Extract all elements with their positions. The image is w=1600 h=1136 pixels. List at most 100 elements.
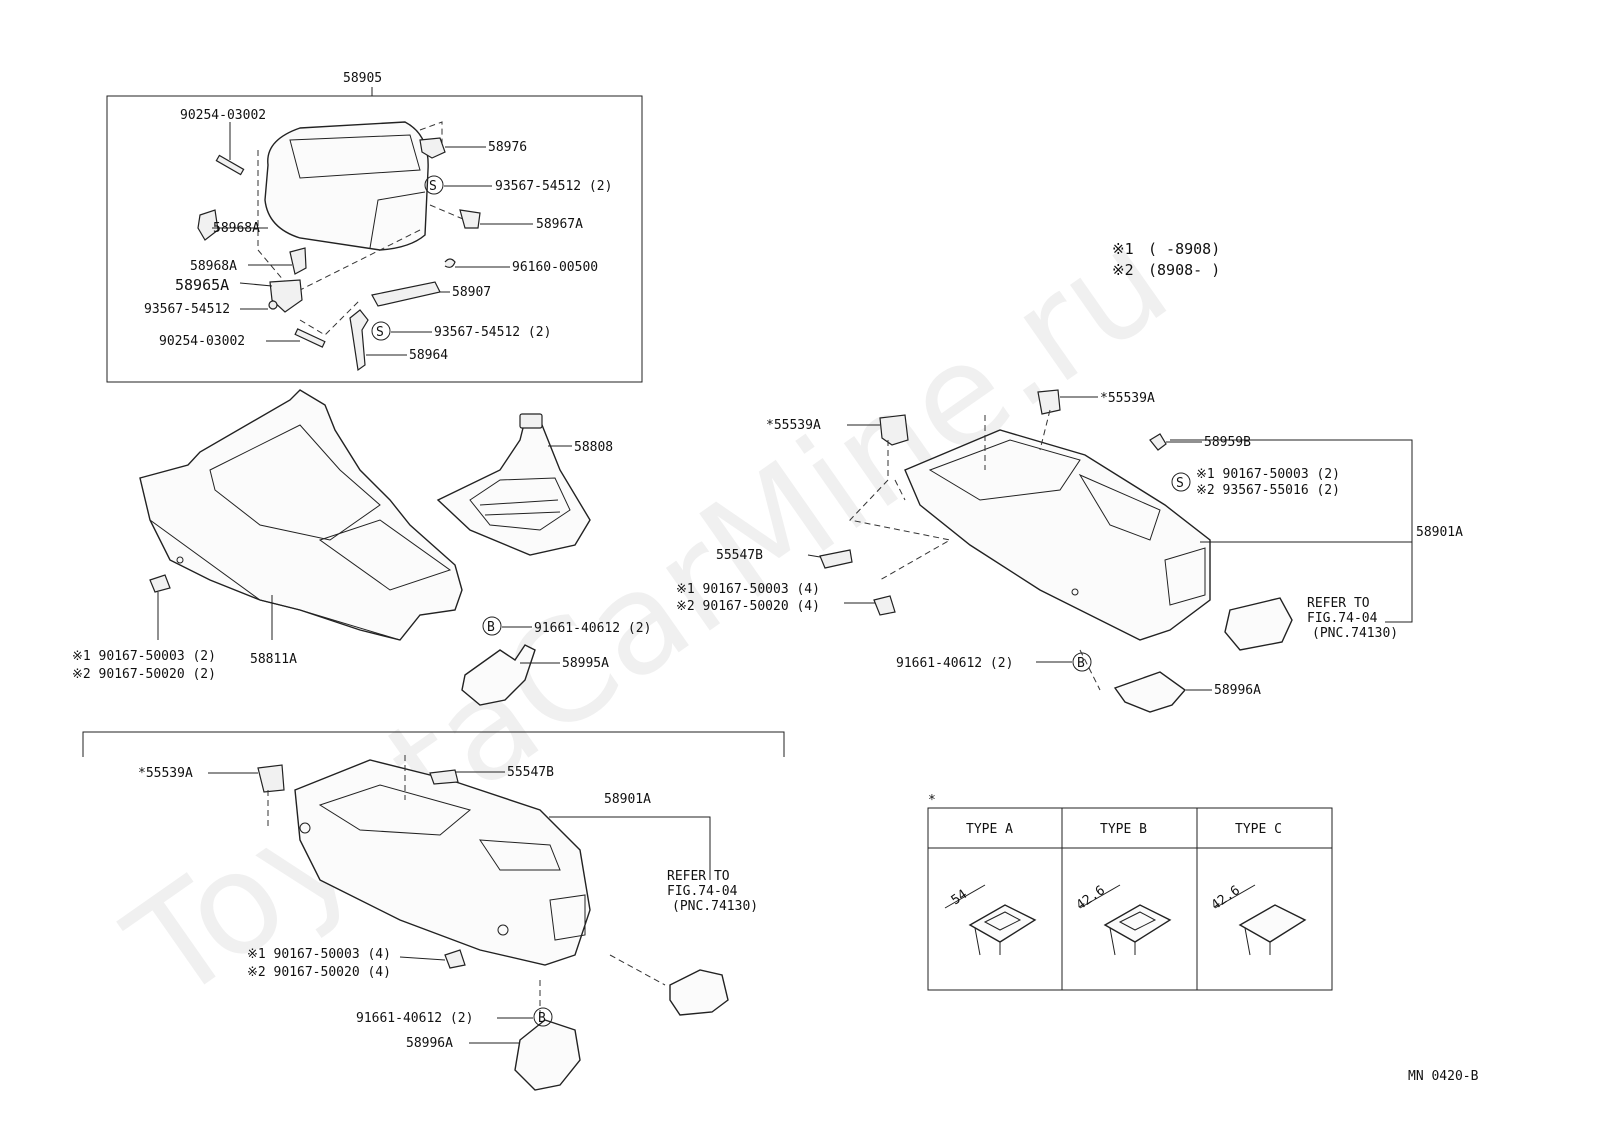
- clip-55547b-2: [429, 769, 459, 785]
- ashtray-cover-2: [669, 969, 729, 1016]
- type-table-frame: [927, 807, 1333, 991]
- part-label: 58996A: [406, 1036, 453, 1051]
- clip-55539a-2: [1037, 389, 1061, 415]
- part-label: 58907: [452, 285, 491, 300]
- clip-58968a-2: [289, 247, 307, 275]
- part-label: 58959B: [1204, 435, 1251, 450]
- console-58811a: [139, 389, 463, 641]
- type-b-clip: [1103, 904, 1172, 943]
- bracket-58996a: [1113, 671, 1187, 713]
- part-label: 55547B: [507, 765, 554, 780]
- cap-58959b: [1149, 433, 1167, 451]
- clip-55539a-1: [879, 414, 909, 446]
- clip-55547b: [819, 549, 853, 569]
- part-label: 58965A: [175, 276, 229, 294]
- part-label: ※1 90167-50003 (2): [1196, 467, 1340, 482]
- screw-callout-1: [424, 175, 444, 195]
- type-table-marker: *: [928, 793, 936, 808]
- variant-legend: ※1 ( -8908) ※2 (8908- ): [1112, 240, 1220, 279]
- bracket-58996a-2: [514, 1019, 581, 1091]
- bolt-icon: [149, 574, 171, 593]
- rear-console-58901a: [904, 429, 1211, 641]
- type-c-dimension: 42.6: [1209, 883, 1243, 913]
- clip-55539a-3: [257, 764, 285, 793]
- part-label: 91661-40612 (2): [534, 621, 651, 636]
- armrest-lid: [264, 121, 429, 251]
- bolt-callout-2: [1072, 652, 1092, 672]
- type-b-dimension: 42.6: [1074, 883, 1108, 913]
- part-label: ※1 90167-50003 (2): [72, 649, 216, 664]
- part-label: 58995A: [562, 656, 609, 671]
- assembly-frame: [106, 95, 643, 383]
- spring-96160: [444, 258, 456, 268]
- part-label: 93567-54512 (2): [434, 325, 551, 340]
- part-label: 91661-40612 (2): [896, 656, 1013, 671]
- part-label: 55547B: [716, 548, 763, 563]
- part-label: 90254-03002: [180, 108, 266, 123]
- part-label: 90254-03002: [159, 334, 245, 349]
- part-label: ※1 90167-50003 (4): [676, 582, 820, 597]
- bolt-icon: [873, 595, 896, 616]
- svg-text:S: S: [429, 179, 437, 194]
- type-a-dimension: 54: [949, 887, 971, 908]
- svg-text:B: B: [487, 620, 495, 635]
- clip-58976: [419, 137, 446, 159]
- rear-console-group: S B *55539A *55539A 58959B ※1 90167-5000…: [676, 389, 1463, 713]
- svg-text:B: B: [1077, 656, 1085, 671]
- type-table: * TYPE A TYPE B TYPE C 54 42.6 42.6: [927, 793, 1333, 991]
- screw-callout-3: [1171, 472, 1191, 492]
- part-label: ※1 90167-50003 (4): [247, 947, 391, 962]
- part-label: 58964: [409, 348, 448, 363]
- svg-text:B: B: [538, 1011, 546, 1026]
- part-label: REFER TO: [667, 869, 730, 884]
- clip-58967a: [459, 209, 481, 229]
- hinge-58965a: [269, 279, 303, 313]
- type-c-header: TYPE C: [1235, 822, 1282, 837]
- part-label: (PNC.74130): [672, 899, 758, 914]
- pin-bottom: [294, 328, 326, 348]
- clip-58968a-1: [197, 209, 219, 241]
- type-a-clip: [968, 904, 1037, 943]
- part-label: ※2 90167-50020 (4): [247, 965, 391, 980]
- front-console-group: B 58808 ※1 90167-50003 (2) ※2 90167-5002…: [72, 389, 651, 706]
- svg-text:( -8908): ( -8908): [1148, 240, 1220, 258]
- part-label: 58976: [488, 140, 527, 155]
- part-label: 93567-54512 (2): [495, 179, 612, 194]
- pin-top: [215, 154, 245, 176]
- svg-text:※2: ※2: [1112, 261, 1134, 279]
- part-label: 58901A: [1416, 525, 1463, 540]
- part-label: ※2 90167-50020 (4): [676, 599, 820, 614]
- svg-text:※1: ※1: [1112, 240, 1134, 258]
- alt-console-58901a: [294, 759, 591, 966]
- assembly-label: 58905: [343, 71, 382, 86]
- bolt-icon: [444, 949, 466, 969]
- shift-boot-58808: [436, 419, 591, 556]
- part-label: 58968A: [190, 259, 237, 274]
- part-label: 58901A: [604, 792, 651, 807]
- part-label: 58996A: [1214, 683, 1261, 698]
- type-a-header: TYPE A: [966, 822, 1013, 837]
- part-label: 58808: [574, 440, 613, 455]
- watermark-text: ToyotaCarMine.ru: [100, 198, 1196, 1034]
- svg-text:(8908- ): (8908- ): [1148, 261, 1220, 279]
- svg-text:S: S: [1176, 476, 1184, 491]
- part-label: FIG.74-04: [667, 884, 738, 899]
- screw-callout-2: [371, 321, 391, 341]
- part-label: FIG.74-04: [1307, 611, 1378, 626]
- part-label: (PNC.74130): [1312, 626, 1398, 641]
- type-c-clip: [1238, 904, 1307, 943]
- watermark: ToyotaCarMine.ru: [100, 198, 1196, 1034]
- part-label: ※2 93567-55016 (2): [1196, 483, 1340, 498]
- part-label: 96160-00500: [512, 260, 598, 275]
- latch-58964: [349, 309, 369, 372]
- part-label: *55539A: [1100, 391, 1155, 406]
- part-label: *55539A: [138, 766, 193, 781]
- armrest-assembly: 58905 S S: [106, 71, 643, 383]
- bracket-58995a: [461, 644, 536, 706]
- footer-code: MN 0420-B: [1408, 1069, 1479, 1084]
- part-label: 58811A: [250, 652, 297, 667]
- part-label: 93567-54512: [144, 302, 230, 317]
- part-label: 58967A: [536, 217, 583, 232]
- part-label: 58968A: [213, 221, 260, 236]
